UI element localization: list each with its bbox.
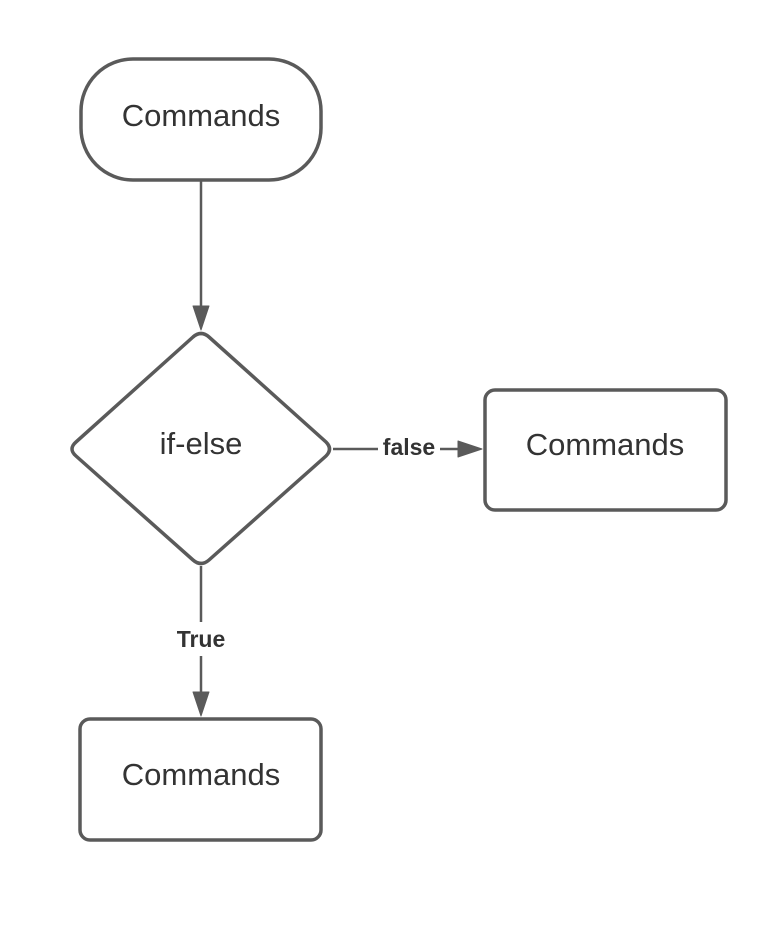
true-branch-node[interactable]: Commands (78, 717, 323, 842)
false-branch-node[interactable]: Commands (483, 388, 728, 512)
decision-node[interactable]: if-else (70, 331, 332, 566)
start-node[interactable]: Commands (79, 57, 323, 182)
true-branch-node-shape (78, 717, 323, 842)
edge-decision-to-false-arrowhead (457, 440, 483, 458)
start-node-shape (79, 57, 323, 182)
true-branch-node-label: Commands (122, 757, 281, 792)
start-node-label: Commands (122, 98, 281, 133)
false-edge-label: false (383, 434, 435, 460)
false-branch-node-label: Commands (526, 427, 685, 462)
edge-start-to-decision (192, 180, 210, 331)
edge-decision-to-true-arrowhead (192, 691, 210, 717)
edge-decision-to-true: True (170, 566, 232, 717)
true-label-background (170, 622, 232, 656)
edge-start-to-decision-arrowhead (192, 305, 210, 331)
false-label-background (378, 433, 440, 463)
decision-node-label: if-else (160, 426, 243, 461)
edge-decision-to-false: false (333, 433, 483, 463)
decision-node-shape (70, 331, 332, 566)
true-edge-label: True (177, 626, 226, 652)
false-branch-node-shape (483, 388, 728, 512)
